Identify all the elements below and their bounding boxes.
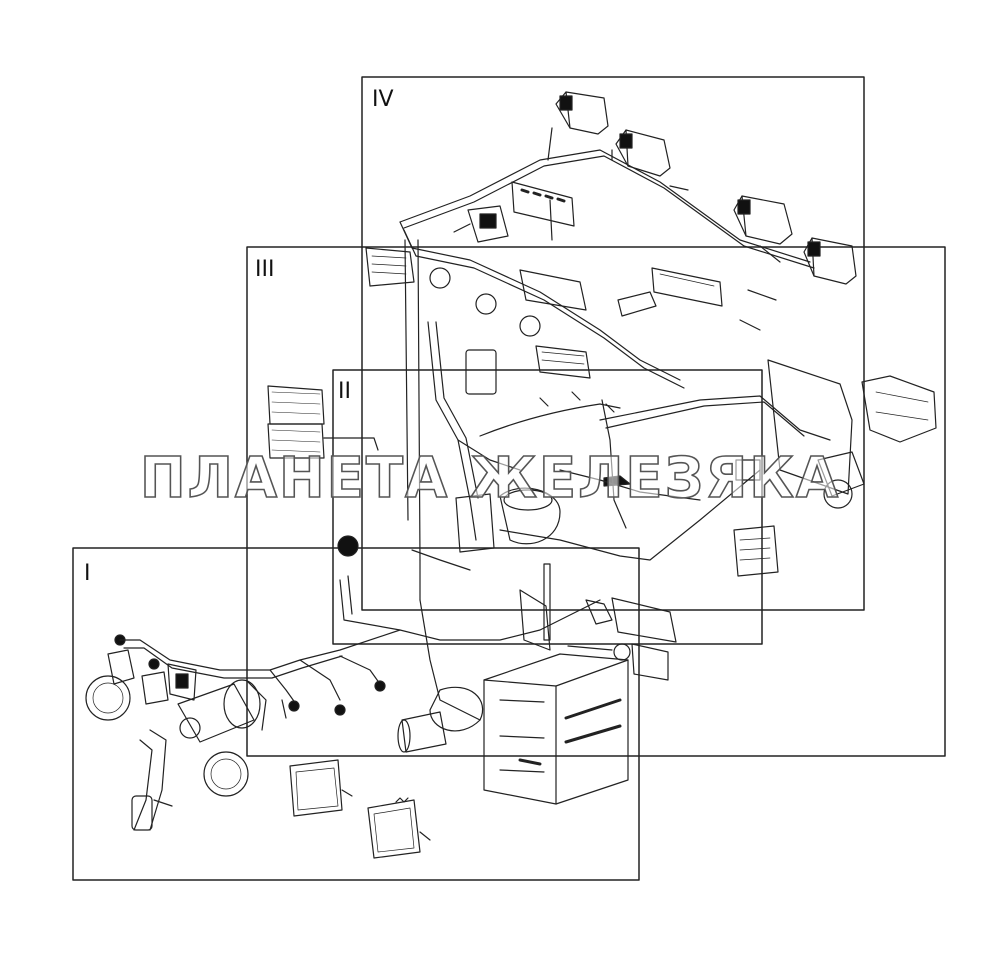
center-harness — [337, 391, 761, 641]
section-i-harness — [119, 629, 401, 719]
right-side-panel — [599, 359, 937, 577]
fuse-blocks — [617, 267, 777, 331]
section-label-iv: IV — [372, 87, 394, 112]
section-frame-iv — [361, 76, 865, 611]
steering-column — [519, 563, 613, 651]
frame-rail — [397, 599, 484, 753]
section-label-i: I — [84, 561, 91, 586]
section-label-ii: II — [338, 379, 351, 404]
roof-switch-panel — [453, 181, 575, 243]
watermark: ПЛАНЕТА ЖЕЛЕЗЯКА — [140, 446, 840, 511]
washer-reservoir — [455, 487, 561, 553]
wiper-assembly — [427, 321, 521, 541]
section-label-iii: III — [255, 257, 274, 282]
starter-motor — [177, 679, 267, 743]
section-frame-ii — [332, 369, 763, 645]
rear-worklights-i — [289, 759, 431, 859]
front-headlights — [85, 675, 249, 797]
worklights-left — [267, 385, 379, 459]
section-frame-i — [72, 547, 640, 881]
rear-lamps-right — [611, 597, 677, 681]
roof-relay-lamps — [365, 247, 591, 379]
alternator-bracket — [131, 729, 173, 831]
roof-lamps-group — [555, 91, 857, 285]
roof-harness — [399, 127, 815, 561]
section-frame-iii — [246, 246, 946, 757]
battery-box — [483, 645, 629, 805]
